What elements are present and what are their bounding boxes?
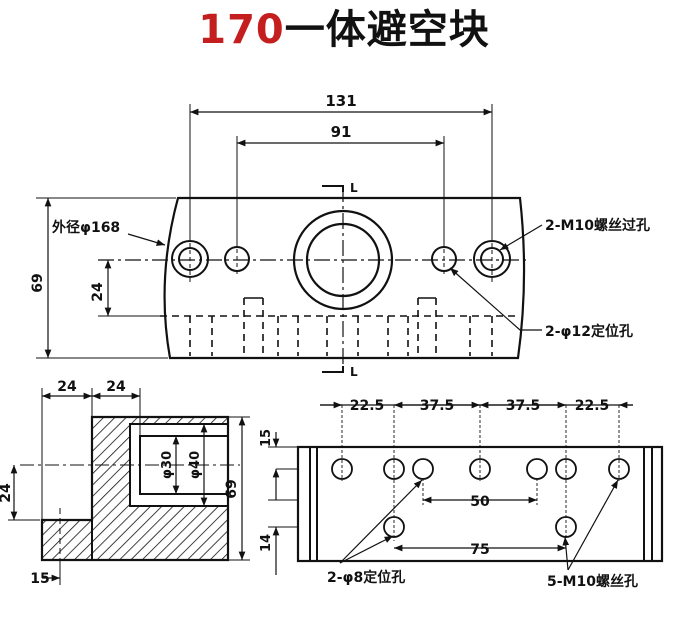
- side-dim-24-vertical: 24: [0, 483, 14, 503]
- phi8-locating-hole-2: [526, 458, 548, 480]
- leader-phi12: [449, 267, 542, 331]
- side-dim-phi30: φ30: [160, 451, 175, 479]
- bottom-dim-37-5-b: 37.5: [506, 398, 541, 414]
- m10-thread-hole-5: [608, 458, 630, 480]
- leader-phi8: [339, 479, 423, 564]
- bottom-view: [268, 401, 664, 575]
- label-phi12-locating: 2-φ12定位孔: [545, 323, 633, 340]
- top-view-outline: [163, 196, 526, 360]
- bottom-dim-22-5-b: 22.5: [575, 398, 610, 414]
- leader-phi8-2: [339, 535, 394, 564]
- bottom-dim-50: 50: [470, 494, 490, 510]
- dim-91-text: 91: [331, 123, 352, 141]
- top-view: [36, 104, 543, 373]
- dim-69-text: 69: [30, 273, 46, 292]
- section-mark-label-top: L: [350, 181, 358, 195]
- side-dim-24-left: 24: [57, 379, 77, 395]
- leader-outer-diameter: [127, 233, 166, 246]
- label-m10-thread: 5-M10螺丝孔: [547, 573, 638, 590]
- side-dim-15: 15: [30, 571, 49, 587]
- section-mark-bottom: [322, 366, 344, 373]
- leader-m10-thread: [567, 479, 619, 571]
- leader-m10-through: [499, 224, 543, 251]
- top-view-hidden-lines: [160, 298, 520, 356]
- leader-m10-thread-2: [562, 536, 570, 571]
- m10-thread-hole-4: [555, 458, 577, 480]
- m10-thread-hole-2: [383, 458, 405, 480]
- label-phi8-locating: 2-φ8定位孔: [327, 569, 405, 586]
- side-dim-69: 69: [224, 479, 240, 498]
- m10-through-hole-left-outer: [171, 240, 209, 278]
- m10-through-hole-right-inner: [480, 247, 504, 271]
- label-m10-through: 2-M10螺丝过孔: [545, 217, 650, 234]
- section-mark-top: [322, 185, 344, 192]
- center-bore-inner: [305, 222, 381, 298]
- bottom-dim-14: 14: [259, 534, 274, 552]
- bottom-dim-37-5-a: 37.5: [420, 398, 455, 414]
- m10-through-hole-left-inner: [178, 247, 202, 271]
- side-view: [8, 388, 250, 585]
- bottom-dim-22-5-a: 22.5: [350, 398, 385, 414]
- dim-131-text: 131: [325, 92, 356, 110]
- bottom-dim-75: 75: [470, 542, 489, 558]
- title-number: 170: [198, 7, 285, 53]
- title-text: 一体避空块: [284, 7, 490, 53]
- bottom-dim-15: 15: [259, 429, 274, 447]
- side-dim-phi40: φ40: [188, 451, 203, 479]
- section-mark-label-bottom: L: [350, 365, 358, 379]
- dim-24-text: 24: [90, 282, 106, 302]
- label-outer-diameter: 外径φ168: [52, 219, 120, 236]
- m10-through-hole-right-outer: [473, 240, 511, 278]
- m10-thread-hole-1: [331, 458, 353, 480]
- phi8-locating-hole-1: [412, 458, 434, 480]
- m10-thread-hole-3: [469, 458, 491, 480]
- center-bore-outer: [292, 209, 394, 311]
- drawing-title: 170一体避空块: [0, 2, 688, 58]
- side-dim-24-right: 24: [106, 379, 126, 395]
